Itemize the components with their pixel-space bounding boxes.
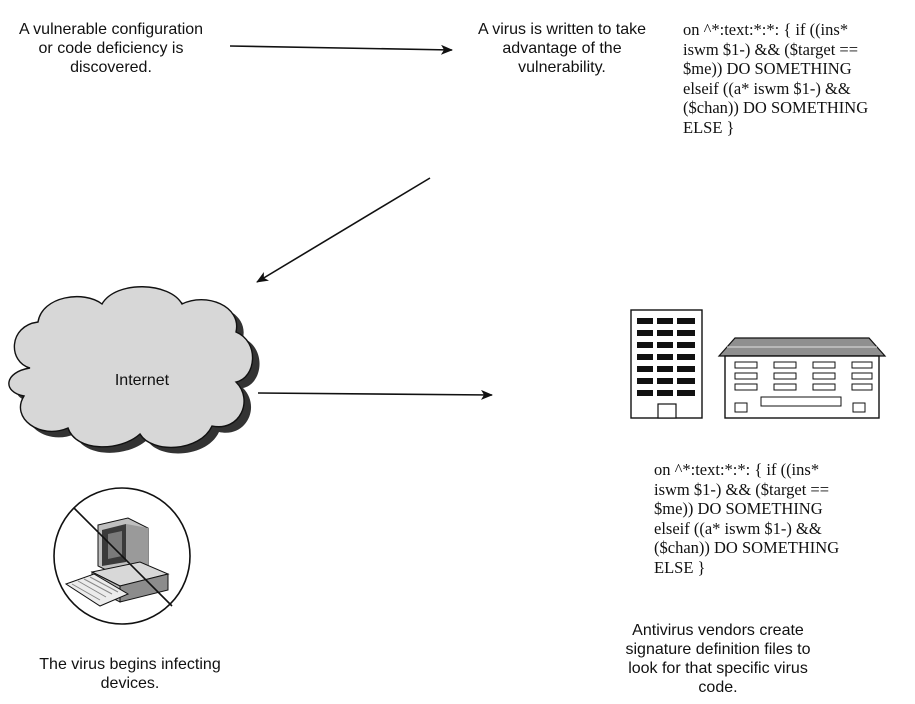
step-discovery-label: A vulnerable configuration or code defic…: [18, 21, 204, 76]
code-snippet-bottom: on ^*:text:*:*: { if ((ins* iswm $1-) &&…: [654, 460, 840, 577]
office-building-icon: [717, 337, 887, 419]
arrow-virus-to-internet: [256, 177, 431, 283]
cloud-label: Internet: [114, 372, 170, 389]
step-virus-written-label: A virus is written to take advantage of …: [477, 21, 647, 76]
office-tower-icon: [630, 309, 703, 419]
arrow-internet-to-vendors: [257, 389, 493, 400]
code-snippet-top: on ^*:text:*:*: { if ((ins* iswm $1-) &&…: [683, 20, 869, 137]
step-infecting-label: The virus begins infecting devices.: [39, 656, 221, 692]
arrow-discovery-to-virus: [229, 44, 453, 55]
prohibited-computer-icon: [53, 487, 191, 625]
step-antivirus-label: Antivirus vendors create signature defin…: [625, 622, 811, 696]
cloud-icon: [8, 286, 260, 454]
